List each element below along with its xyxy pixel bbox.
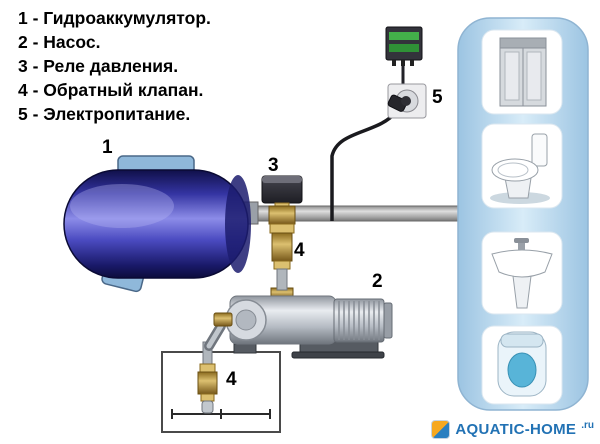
legend-item-pressure-relay: 3 - Реле давления.: [18, 56, 179, 76]
legend-item-power: 5 - Электропитание.: [18, 104, 191, 124]
power-plug: [387, 94, 411, 112]
check-valve-top: [268, 205, 296, 291]
shower-cabin-icon: [481, 29, 563, 115]
toilet-icon: [481, 123, 563, 209]
washbasin-icon: [481, 231, 563, 315]
hydroaccumulator-tank: [63, 155, 259, 293]
watermark: AQUATIC-HOME .ru: [431, 420, 594, 439]
check-valve-bottom: [197, 363, 218, 414]
aquatic-home-logo-icon: [431, 420, 451, 439]
callout-check-valve-bottom: 4: [226, 369, 237, 390]
legend: 1 - Гидроаккумулятор. 2 - Насос. 3 - Рел…: [18, 6, 211, 126]
pump: [204, 287, 393, 359]
well: [161, 351, 281, 433]
callout-power: 5: [432, 87, 443, 108]
callout-tank: 1: [102, 137, 113, 158]
bidet-icon: [481, 325, 563, 405]
legend-item-pump: 2 - Насос.: [18, 32, 101, 52]
power-breaker: [385, 26, 423, 66]
watermark-tld: .ru: [581, 420, 594, 431]
legend-item-tank: 1 - Гидроаккумулятор.: [18, 8, 211, 28]
watermark-brand: AQUATIC-HOME: [455, 421, 577, 438]
pressure-relay: [261, 175, 303, 210]
callout-pressure-relay: 3: [268, 155, 279, 176]
fixtures-panel: [457, 17, 589, 411]
legend-item-check-valve: 4 - Обратный клапан.: [18, 80, 204, 100]
callout-pump: 2: [372, 271, 383, 292]
callout-check-valve-top: 4: [294, 240, 305, 261]
